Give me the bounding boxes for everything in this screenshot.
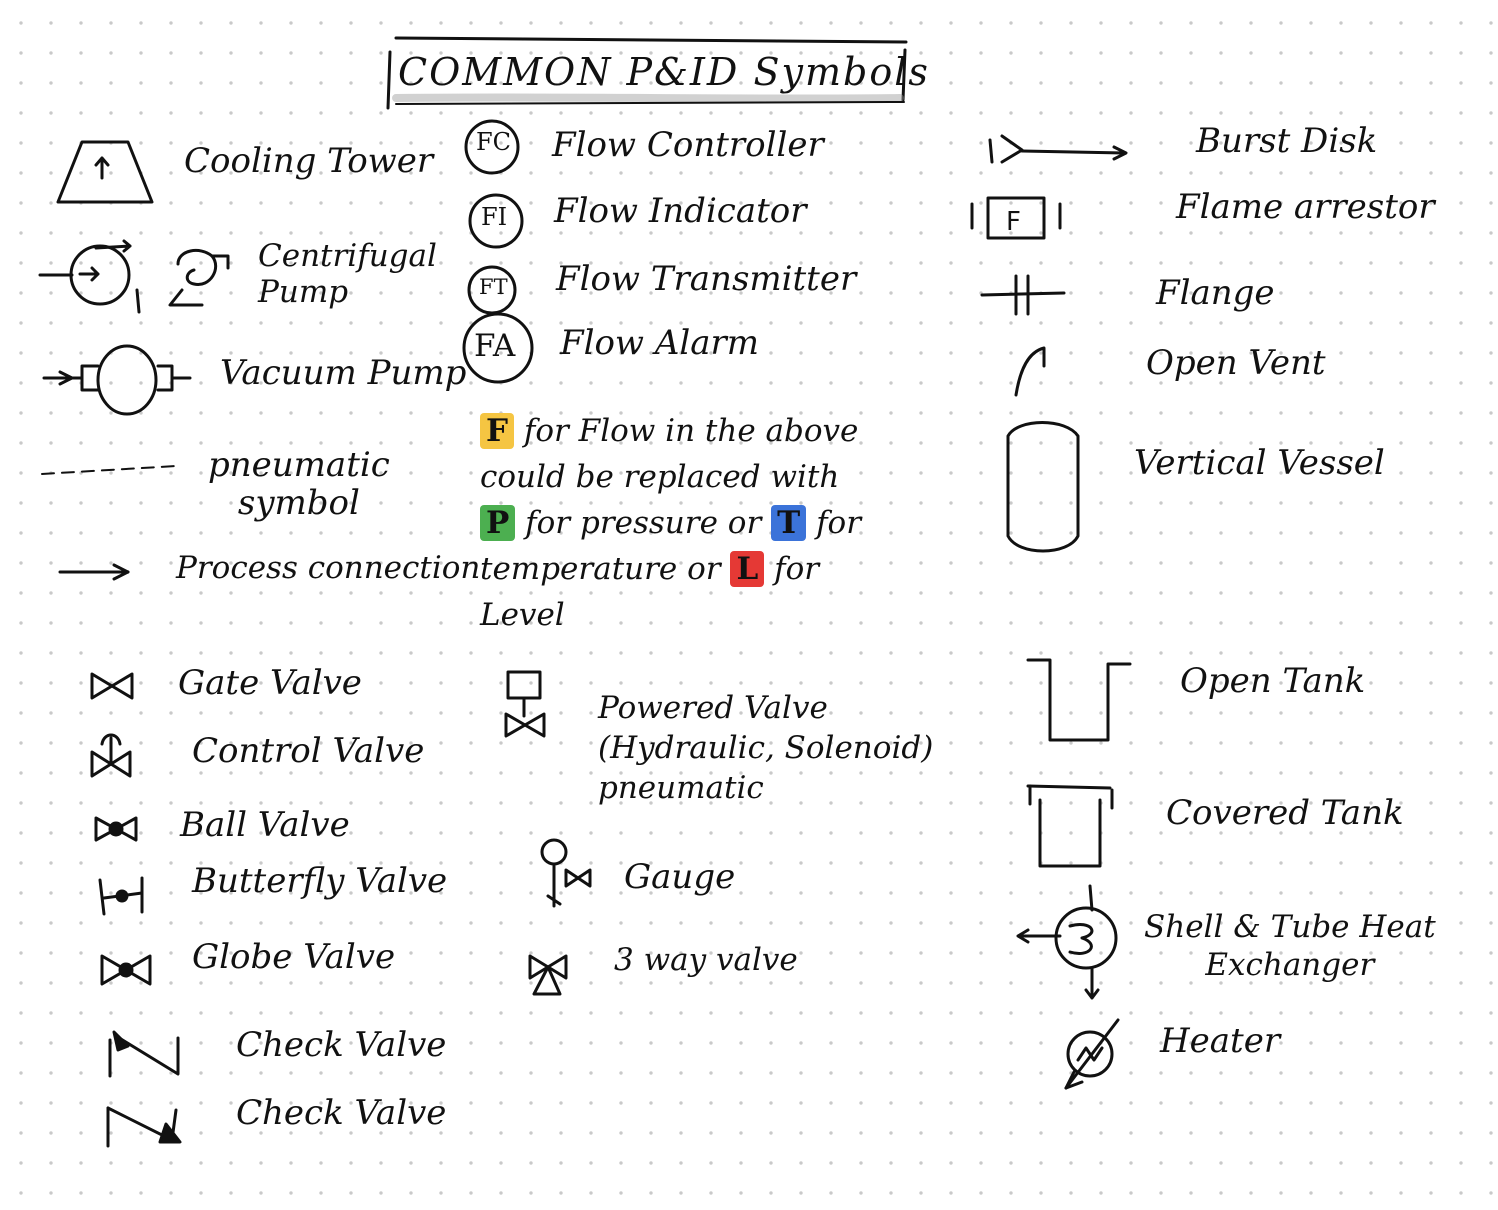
heater-label: Heater bbox=[1160, 1021, 1281, 1061]
check-valve-label-1: Check Valve bbox=[236, 1025, 447, 1065]
vertical-vessel-label: Vertical Vessel bbox=[1134, 443, 1385, 483]
heat-exchanger-label: Shell & Tube Heat Exchanger bbox=[1144, 909, 1436, 983]
burst-disk-label: Burst Disk bbox=[1196, 121, 1378, 161]
process-arrow-icon bbox=[58, 563, 130, 581]
flow-letter-badge: F bbox=[480, 413, 515, 449]
check-valve-icon bbox=[106, 1030, 182, 1148]
process-connection-label: Process connection bbox=[176, 550, 481, 586]
centrifugal-pump-icon bbox=[38, 239, 230, 314]
substitution-note: F for Flow in the above could be replace… bbox=[480, 408, 880, 638]
globe-valve-icon bbox=[100, 954, 152, 986]
powered-valve-icon bbox=[504, 670, 546, 738]
covered-tank-icon bbox=[1026, 784, 1114, 868]
cooling-tower-icon bbox=[56, 140, 154, 204]
vacuum-pump-label: Vacuum Pump bbox=[220, 353, 467, 393]
open-tank-icon bbox=[1026, 658, 1132, 742]
ball-valve-label: Ball Valve bbox=[180, 805, 350, 845]
flow-transmitter-label: Flow Transmitter bbox=[556, 259, 857, 299]
note-part-3: for temperature or bbox=[480, 505, 862, 587]
svg-text:F: F bbox=[1006, 207, 1021, 237]
three-way-valve-label: 3 way valve bbox=[614, 942, 798, 978]
pneumatic-line-icon bbox=[41, 465, 177, 475]
fa-tag: FA bbox=[474, 328, 516, 364]
fc-tag: FC bbox=[476, 128, 512, 156]
page-title: COMMON P&ID Symbols bbox=[398, 50, 930, 94]
flow-alarm-label: Flow Alarm bbox=[560, 323, 760, 363]
level-letter-badge: L bbox=[730, 551, 765, 587]
centrifugal-pump-label: Centrifugal Pump bbox=[258, 238, 437, 310]
burst-disk-icon bbox=[988, 134, 1128, 164]
control-valve-icon bbox=[90, 733, 132, 778]
control-valve-label: Control Valve bbox=[192, 731, 425, 771]
fi-tag: FI bbox=[481, 203, 508, 231]
vertical-vessel-icon bbox=[1006, 421, 1080, 553]
butterfly-valve-label: Butterfly Valve bbox=[192, 861, 448, 901]
gauge-icon bbox=[540, 838, 592, 908]
ball-valve-icon bbox=[94, 816, 138, 842]
heater-icon bbox=[1064, 1018, 1120, 1090]
note-part-4: for Level bbox=[480, 551, 820, 633]
open-vent-label: Open Vent bbox=[1146, 343, 1326, 383]
covered-tank-label: Covered Tank bbox=[1166, 793, 1404, 833]
open-tank-label: Open Tank bbox=[1180, 661, 1366, 701]
flame-arrestor-label: Flame arrestor bbox=[1176, 187, 1435, 227]
cooling-tower-label: Cooling Tower bbox=[184, 141, 434, 181]
ft-tag: FT bbox=[479, 275, 508, 299]
title-box bbox=[386, 36, 908, 110]
open-vent-icon bbox=[1014, 346, 1046, 397]
gate-valve-icon bbox=[90, 672, 134, 700]
pneumatic-label: pneumatic symbol bbox=[208, 445, 390, 523]
flange-label: Flange bbox=[1156, 273, 1275, 313]
flow-controller-label: Flow Controller bbox=[552, 125, 824, 165]
powered-valve-label: Powered Valve (Hydraulic, Solenoid) pneu… bbox=[598, 690, 934, 806]
instrument-bubble-icon bbox=[462, 119, 534, 384]
three-way-valve-icon bbox=[528, 954, 568, 996]
gate-valve-label: Gate Valve bbox=[178, 663, 362, 703]
flange-icon bbox=[980, 274, 1066, 316]
butterfly-valve-icon bbox=[98, 876, 144, 916]
gauge-label: Gauge bbox=[624, 857, 736, 897]
globe-valve-label: Globe Valve bbox=[192, 937, 396, 977]
note-part-1: for Flow in the above could be replaced … bbox=[480, 413, 859, 495]
heat-exchanger-icon bbox=[1016, 884, 1118, 1000]
temperature-letter-badge: T bbox=[771, 505, 807, 541]
vacuum-pump-icon bbox=[42, 344, 192, 416]
check-valve-label-2: Check Valve bbox=[236, 1093, 447, 1133]
flame-arrestor-icon: F bbox=[970, 196, 1062, 240]
note-part-2: for pressure or bbox=[525, 505, 762, 541]
pressure-letter-badge: P bbox=[480, 505, 516, 541]
flow-indicator-label: Flow Indicator bbox=[554, 191, 807, 231]
